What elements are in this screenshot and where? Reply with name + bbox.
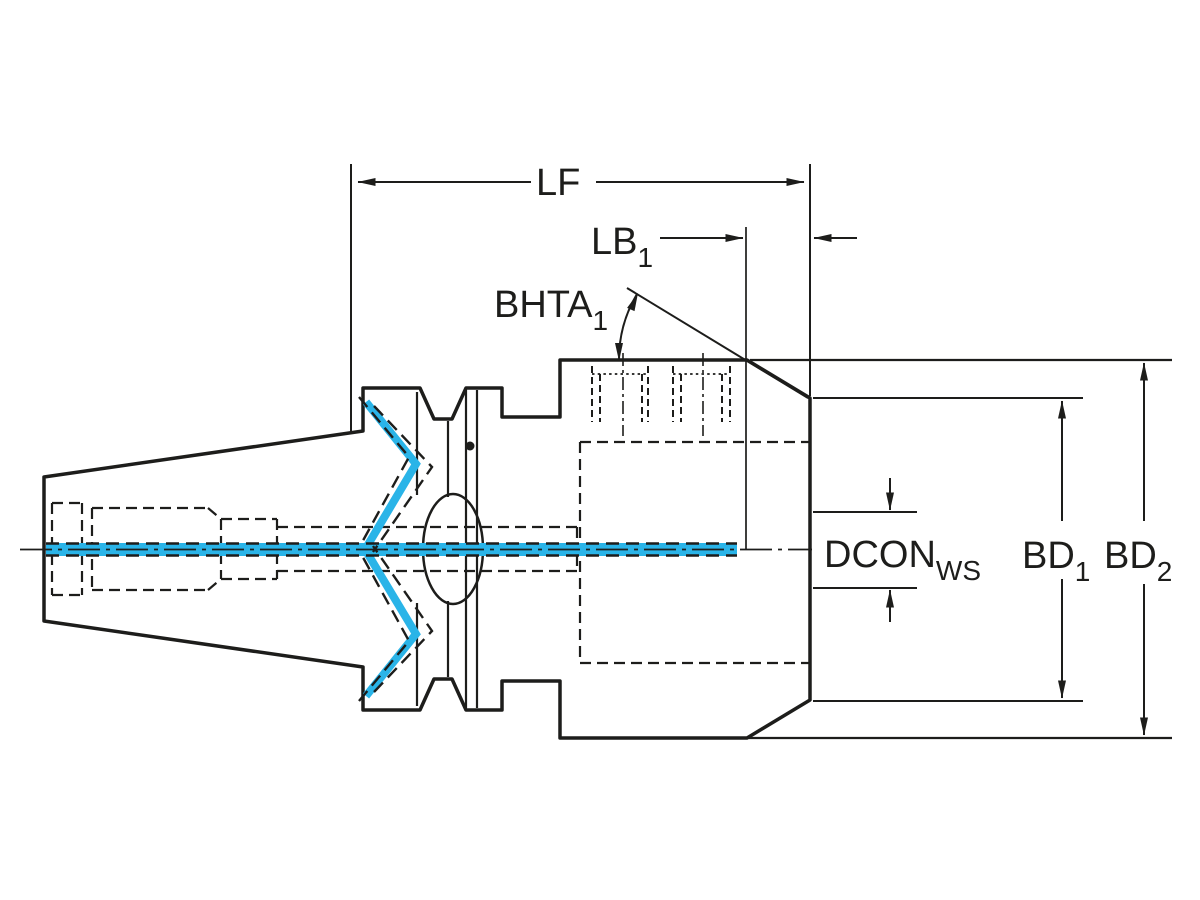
coolant-branch-lower (362, 548, 421, 699)
dimension-bd2: BD2 (747, 358, 1172, 740)
label-lb1: LB1 (591, 221, 653, 273)
label-bd1: BD1 (1022, 535, 1090, 587)
dimension-lb1: LB1 (591, 221, 857, 549)
bhta1-arc-arrow-bottom (615, 343, 623, 361)
dimension-bd1: BD1 (813, 397, 1090, 702)
part-silhouette (42, 358, 812, 740)
label-lf: LF (536, 162, 580, 204)
set-screw-hole-1 (591, 353, 649, 436)
tool-holder-body (20, 353, 812, 740)
dimension-bhta1: BHTA1 (494, 284, 809, 399)
label-bd2: BD2 (1104, 535, 1172, 587)
label-bhta1: BHTA1 (494, 284, 608, 336)
bhta1-arc-arrow-top (627, 293, 638, 312)
dimension-dcon-ws: DCONWS (813, 478, 981, 622)
bhta1-angle-line (626, 287, 809, 399)
coolant-hidden-edges (46, 396, 737, 702)
dimension-lf: LF (350, 162, 811, 432)
set-screw-hole-2 (672, 353, 731, 436)
label-dcon-ws: DCONWS (824, 534, 981, 586)
flange-pin-hole (465, 441, 475, 451)
coolant-branch-upper (362, 399, 421, 551)
